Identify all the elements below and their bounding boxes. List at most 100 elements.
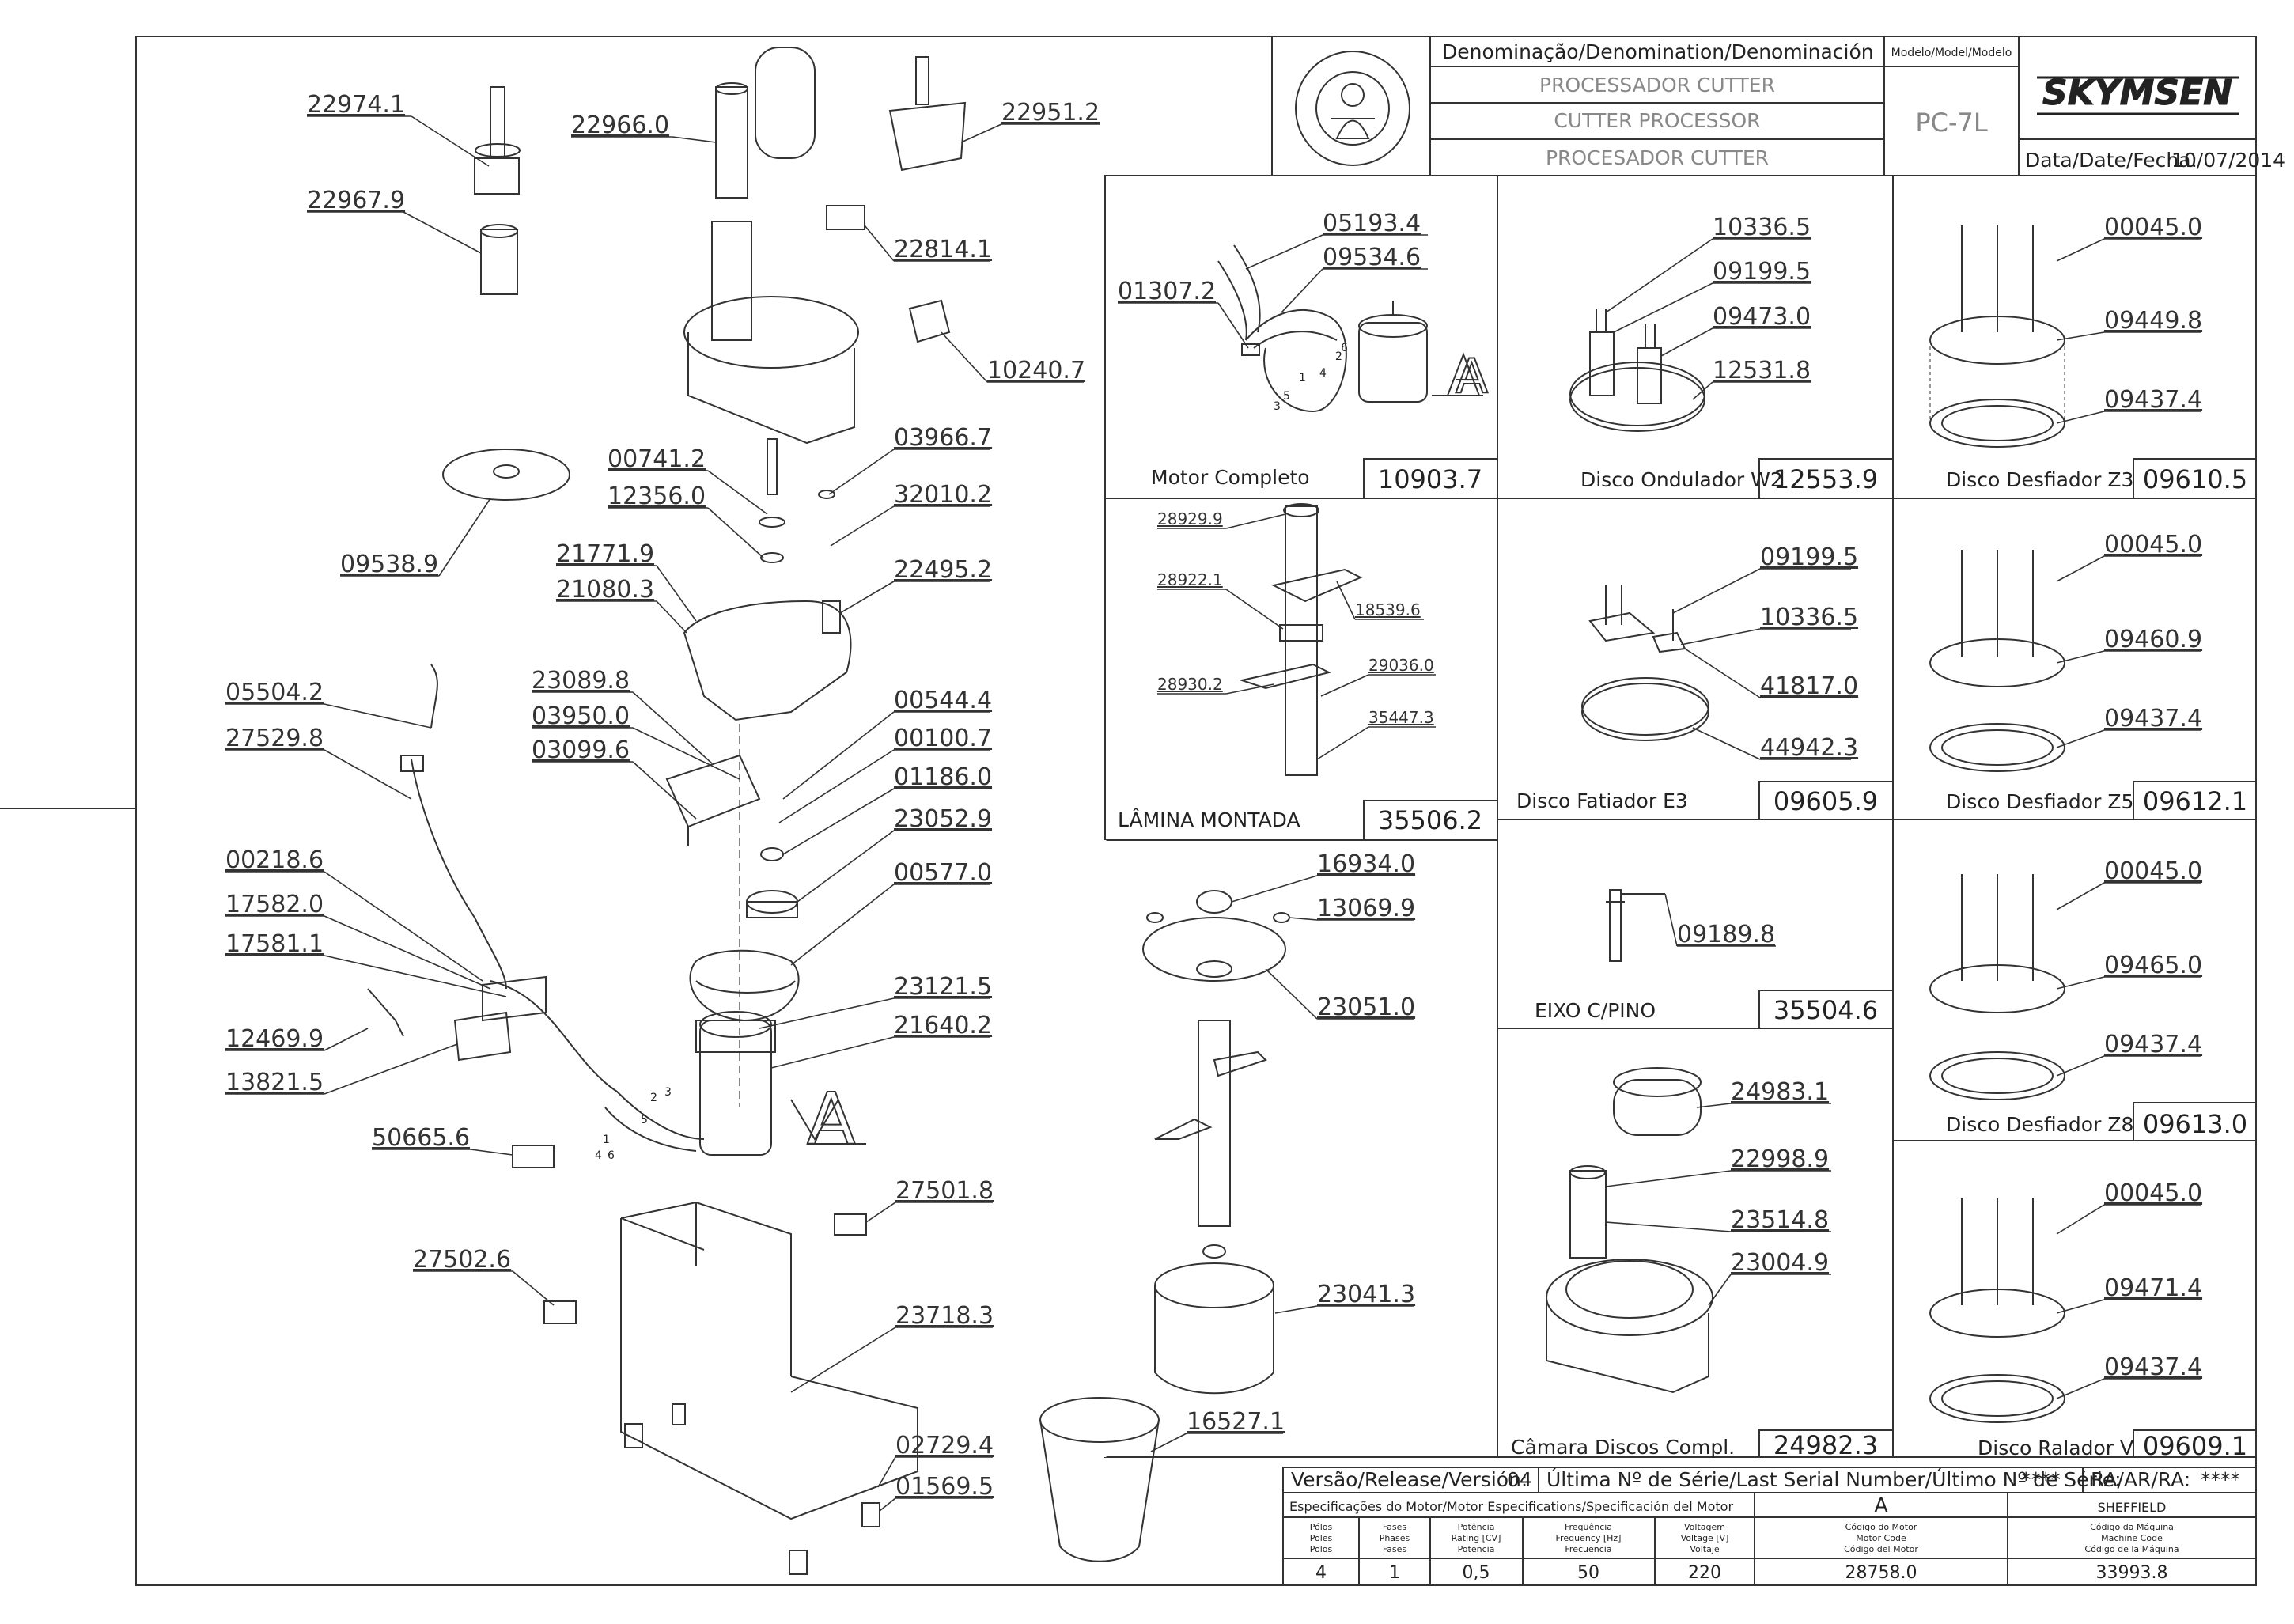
part-32010-2: 32010.2 [894,481,992,509]
ralador-part-00045-0: 00045.0 [2104,1179,2202,1207]
part-01186-0: 01186.0 [894,763,992,791]
panel-camara: 24983.1 22998.9 23514.8 23004.9 Câmara D… [1511,1067,1878,1460]
col-power-en: Rating [CV] [1452,1533,1501,1543]
fatiador-part-10336-5: 10336.5 [1760,604,1858,631]
freq-value: 50 [1577,1563,1599,1583]
lamina-part-28929-9: 28929.9 [1157,509,1223,528]
motor-code-value: 28758.0 [1845,1563,1917,1583]
spec-col-a: A [1874,1493,1887,1516]
denomination-label: Denominação/Denomination/Denominación [1442,40,1874,63]
version-value: 04 [1507,1468,1532,1491]
col-voltage-es: Voltaje [1690,1544,1720,1554]
part-03966-7: 03966.7 [894,424,992,452]
panel-z5: 00045.0 09460.9 09437.4 Disco Desfiador … [1929,531,2247,816]
part-00577-0: 00577.0 [894,859,992,887]
main-wire-4: 4 [595,1149,602,1162]
poles-value: 4 [1315,1563,1327,1583]
main-exploded-view: A 1 2 3 4 5 6 [367,47,1290,1575]
lamina-part-28930-2: 28930.2 [1157,675,1223,694]
part-05193-4: 05193.4 [1323,210,1421,237]
part-27501-8: 27501.8 [895,1177,994,1205]
part-22966-0: 22966.0 [571,112,669,139]
part-22974-1: 22974.1 [307,91,405,119]
part-13821-5: 13821.5 [225,1069,324,1096]
part-27529-8: 27529.8 [225,725,324,752]
part-22951-2: 22951.2 [1001,99,1100,127]
main-wire-2: 2 [650,1092,657,1104]
main-motor-mark-a: A [807,1078,856,1161]
col-machine-code-en: Machine Code [2101,1533,2163,1543]
part-13069-9: 13069.9 [1317,895,1415,922]
camara-part-22998-9: 22998.9 [1731,1145,1829,1173]
authorized-assistance-seal [1295,51,1410,166]
z3-part-00045-0: 00045.0 [2104,214,2202,241]
main-wire-3: 3 [664,1086,672,1099]
part-23051-0: 23051.0 [1317,994,1415,1021]
name-en: CUTTER PROCESSOR [1554,109,1760,132]
z5-title: Disco Desfiador Z5 [1946,790,2133,813]
spec-table: Versão/Release/Versión: 04 Última Nº de … [1282,1467,2257,1586]
eixo-title: EIXO C/PINO [1535,999,1656,1022]
col-voltage-en: Voltage [V] [1681,1533,1729,1543]
svg-text:SKYMSEN: SKYMSEN [2042,73,2232,113]
part-22814-1: 22814.1 [894,236,992,263]
ralador-part-09471-4: 09471.4 [2104,1274,2202,1302]
part-21771-9: 21771.9 [556,540,654,568]
col-motor-code-es: Código del Motor [1844,1544,1918,1554]
date-label: Data/Date/Fecha: [2025,149,2197,172]
serial-value: **** [2021,1468,2061,1491]
voltage-value: 220 [1688,1563,1721,1583]
part-00100-7: 00100.7 [894,725,992,752]
version-label: Versão/Release/Versión: [1291,1468,1527,1491]
part-00741-2: 00741.2 [608,445,706,473]
model-value: PC-7L [1915,108,1988,138]
part-17581-1: 17581.1 [225,930,324,958]
part-12469-9: 12469.9 [225,1025,324,1053]
z8-code: 09613.0 [2143,1109,2247,1139]
z3-part-09449-8: 09449.8 [2104,307,2202,335]
part-16934-0: 16934.0 [1317,850,1415,878]
panel-grid [1103,175,2257,1458]
part-01307-2: 01307.2 [1118,278,1216,305]
motor-title: Motor Completo [1151,466,1310,489]
camara-title: Câmara Discos Compl. [1511,1436,1735,1459]
part-09534-6: 09534.6 [1323,244,1421,271]
part-23052-9: 23052.9 [894,805,992,833]
ondulador-code: 12553.9 [1773,464,1878,494]
col-phases-es: Fases [1383,1544,1407,1554]
title-block: Denominação/Denomination/Denominación PR… [1271,36,2285,176]
ralador-code: 09609.1 [2143,1431,2247,1461]
ondulador-title: Disco Ondulador W2 [1580,468,1783,491]
part-50665-6: 50665.6 [372,1124,470,1152]
col-freq-es: Frecuencia [1565,1544,1611,1554]
z3-title: Disco Desfiador Z3 [1946,468,2133,491]
z5-part-09460-9: 09460.9 [2104,626,2202,653]
lamina-part-28922-1: 28922.1 [1157,570,1223,589]
col-poles-en: Poles [1310,1533,1333,1543]
eixo-part-09189-8: 09189.8 [1677,921,1775,948]
col-power-pt: Potência [1458,1522,1495,1532]
part-21640-2: 21640.2 [894,1012,992,1039]
z3-part-09437-4: 09437.4 [2104,386,2202,414]
col-motor-code-pt: Código do Motor [1845,1522,1917,1532]
col-phases-en: Phases [1380,1533,1410,1543]
serial-label: Última Nº de Série/Last Serial Number/Úl… [1546,1467,2122,1491]
name-pt: PROCESSADOR CUTTER [1539,74,1775,97]
part-02729-4: 02729.4 [895,1432,994,1459]
name-es: PROCESADOR CUTTER [1546,146,1769,169]
z8-part-00045-0: 00045.0 [2104,857,2202,885]
main-wire-6: 6 [608,1149,615,1162]
part-03099-6: 03099.6 [532,736,630,764]
part-23041-3: 23041.3 [1317,1281,1415,1308]
part-00218-6: 00218.6 [225,846,324,874]
motor-mark-a: A [1456,349,1488,404]
camara-part-24983-1: 24983.1 [1731,1078,1829,1106]
z5-part-00045-0: 00045.0 [2104,531,2202,558]
ralador-part-09437-4: 09437.4 [2104,1353,2202,1381]
z5-code: 09612.1 [2143,786,2247,816]
col-poles-pt: Pólos [1310,1522,1333,1532]
col-voltage-pt: Voltagem [1684,1522,1725,1532]
spec-label: Especificações do Motor/Motor Especifica… [1289,1499,1733,1514]
phases-value: 1 [1389,1563,1400,1583]
eixo-code: 35504.6 [1773,995,1878,1025]
